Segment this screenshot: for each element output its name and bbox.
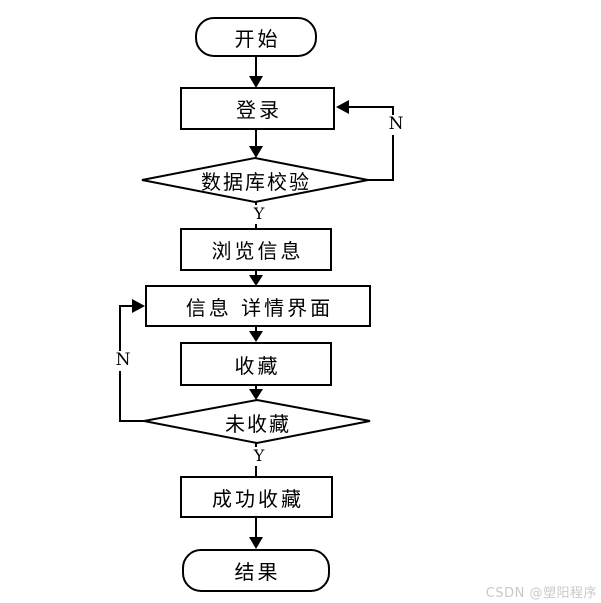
loop-db-check-no-to-login xyxy=(348,106,394,181)
arrowhead-success-to-result xyxy=(249,537,263,549)
arrowhead-start-to-login xyxy=(249,76,263,88)
node-favorite-success: 成功收藏 xyxy=(180,476,333,518)
arrowhead-favorite-to-not-favorited xyxy=(249,389,263,400)
arrowhead-browse-to-detail xyxy=(249,275,263,286)
edge-label-not-favorited-no: N xyxy=(108,351,138,371)
node-browse-info: 浏览信息 xyxy=(180,228,332,271)
edge-label-not-favorited-yes: Y xyxy=(242,447,276,466)
node-start: 开始 xyxy=(195,17,317,57)
edge-label-db-check-no: N xyxy=(381,115,411,135)
csdn-watermark: CSDN @塑阳程序 xyxy=(485,586,597,601)
arrowhead-db-check-no-to-login xyxy=(336,100,349,114)
node-login: 登录 xyxy=(180,87,335,130)
node-db-check-label: 数据库校验 xyxy=(201,169,311,194)
node-result: 结果 xyxy=(182,549,330,592)
edge-label-db-check-yes: Y xyxy=(242,205,276,224)
arrowhead-not-favorited-no-to-detail xyxy=(132,299,145,313)
arrowhead-login-to-db-check xyxy=(249,146,263,158)
arrowhead-detail-to-favorite xyxy=(249,331,263,342)
node-favorite: 收藏 xyxy=(180,342,332,386)
node-detail-page: 信息 详情界面 xyxy=(145,285,371,327)
node-not-favorited-label: 未收藏 xyxy=(225,411,291,436)
